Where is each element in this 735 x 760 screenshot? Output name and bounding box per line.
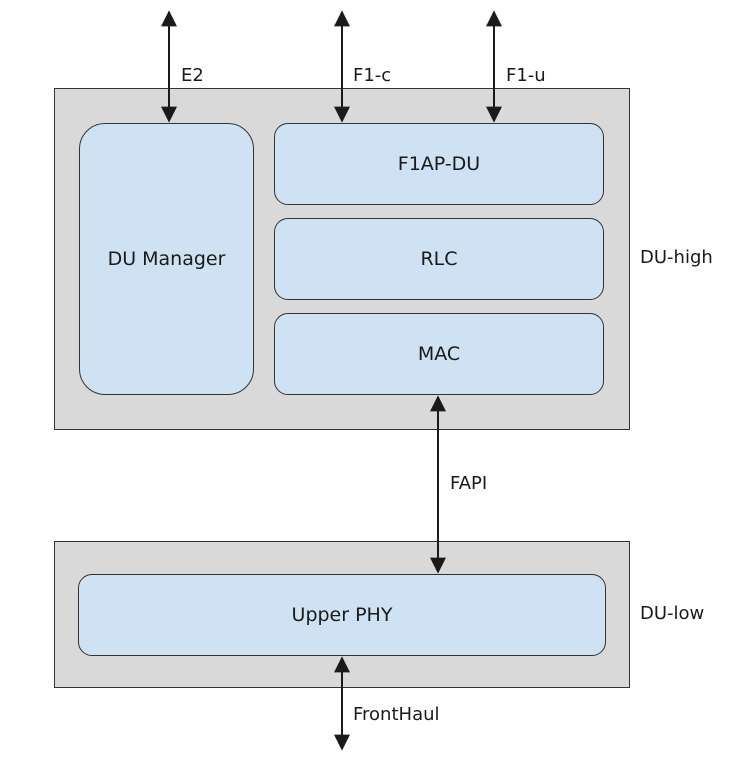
du-high-label: DU-high: [640, 247, 713, 268]
rlc-label: RLC: [420, 248, 458, 270]
f1ap-du-block: F1AP-DU: [274, 123, 604, 205]
e2-label: E2: [181, 65, 204, 86]
f1ap-du-label: F1AP-DU: [397, 153, 481, 175]
du-low-label: DU-low: [640, 603, 705, 624]
du-manager-label: DU Manager: [107, 248, 226, 270]
upper-phy-block: Upper PHY: [78, 574, 606, 656]
du-manager-block: DU Manager: [79, 123, 254, 395]
rlc-block: RLC: [274, 218, 604, 300]
mac-label: MAC: [417, 343, 461, 365]
fronthaul-label: FrontHaul: [353, 704, 440, 725]
mac-block: MAC: [274, 313, 604, 395]
f1c-label: F1-c: [353, 65, 392, 86]
fapi-label: FAPI: [450, 473, 488, 494]
upper-phy-label: Upper PHY: [291, 604, 393, 626]
f1u-label: F1-u: [506, 65, 546, 86]
